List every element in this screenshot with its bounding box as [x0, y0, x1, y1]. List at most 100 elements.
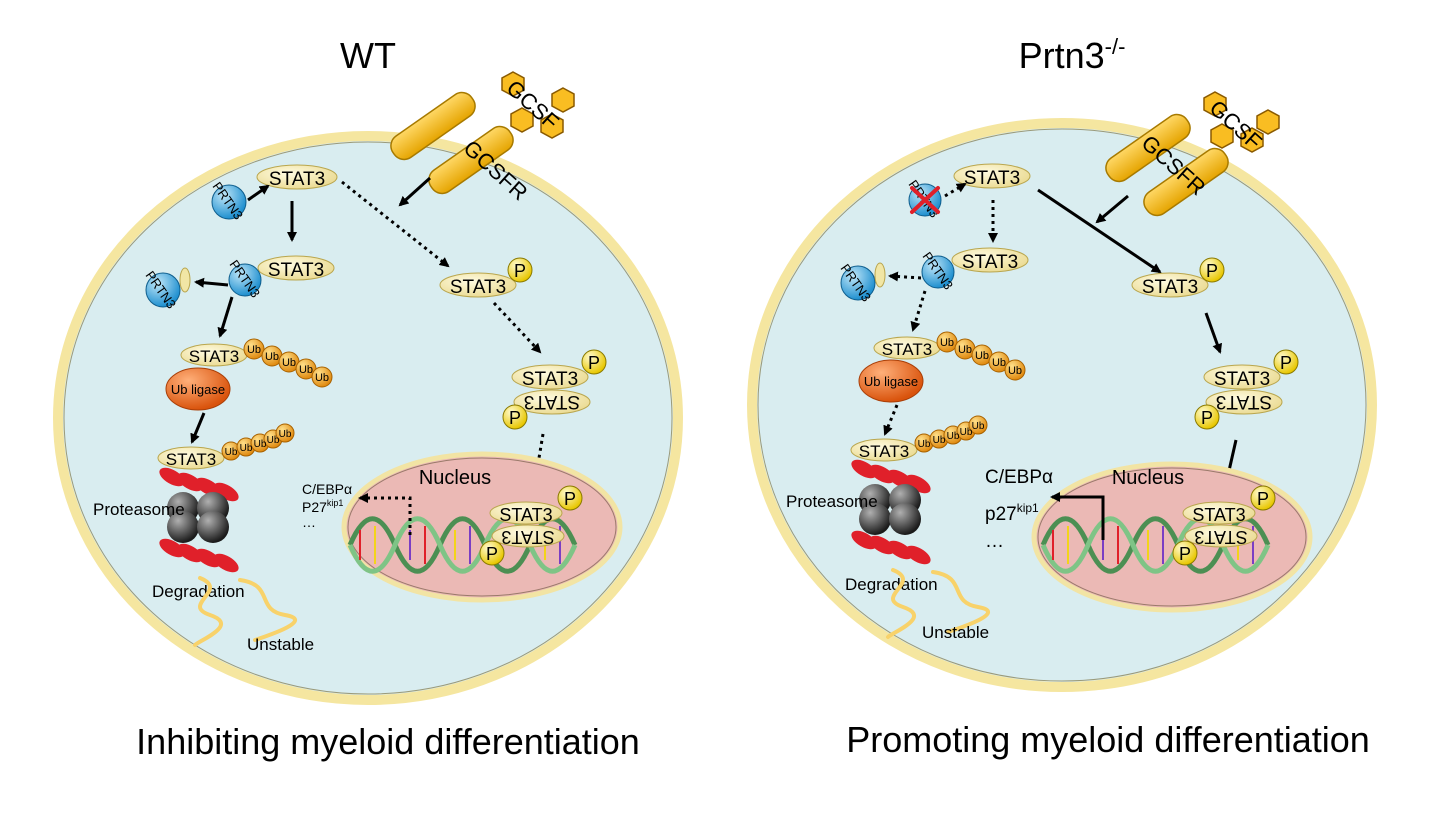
ub-ligase: [165, 367, 231, 411]
transcription-arrow-dotted: [358, 493, 412, 535]
arrow-pstat3-to-dimer: [1204, 312, 1223, 354]
ubiquitin-chain: [936, 331, 1026, 381]
prtn3-cofactor: [874, 262, 886, 288]
arrow-prtn3-release: [194, 277, 229, 288]
arrow-prtn3-to-stat3: [247, 184, 270, 202]
gcsf-ligand: [501, 71, 575, 139]
phospho-group: [1199, 257, 1225, 283]
ub-ligase-label: Ub ligase: [864, 374, 918, 389]
target-gene-2-sup: kip1: [327, 498, 344, 508]
ub-ligase: [858, 359, 924, 403]
ub-label: Ub: [282, 357, 296, 369]
dimer-top-label: STAT3: [522, 369, 578, 390]
dimer-bottom-label: STAT3: [1216, 391, 1272, 412]
nucleus-inner-line: [347, 457, 617, 597]
ubiquitin-chain: [243, 338, 333, 388]
pstat3-label: STAT3: [1142, 277, 1198, 298]
pstat3: [439, 272, 517, 298]
target-gene-2-base: P27: [302, 499, 327, 515]
stat3-ubiquitinated-label: STAT3: [882, 340, 932, 359]
panel-title-base: Prtn3: [1019, 35, 1105, 76]
target-gene-1: C/EBPα: [985, 467, 1053, 488]
panel-title-superscript: -/-: [1105, 34, 1126, 59]
ub-label: Ub: [958, 344, 972, 356]
stat3-free-label: STAT3: [269, 169, 325, 190]
ub-label: Ub: [254, 439, 267, 450]
stat3-bound-label: STAT3: [962, 252, 1018, 273]
cell-membrane-inner-line: [63, 141, 673, 695]
phospho-group: [581, 349, 607, 375]
ub-label: Ub: [240, 443, 253, 454]
degraded-fragments: [193, 576, 297, 647]
ubiquitin-chain-proteasome: [221, 423, 295, 461]
phospho-label: P: [1280, 353, 1292, 373]
prtn3-bound: [921, 255, 955, 289]
ub-label: Ub: [279, 429, 292, 440]
stat3-free: [256, 164, 338, 190]
pstat3-dimer-top: [511, 364, 589, 390]
degraded-fragments: [886, 568, 990, 639]
ub-ligase-label: Ub ligase: [171, 382, 225, 397]
pstat3-dimer-top: [1203, 364, 1281, 390]
cell-membrane-inner-line: [757, 128, 1367, 682]
panel-caption: Promoting myeloid differentiation: [846, 719, 1370, 760]
ub-label: Ub: [267, 435, 280, 446]
ub-label: Ub: [1008, 365, 1022, 377]
proteasome-label: Proteasome: [93, 500, 185, 519]
arrow-to-proteasome-dotted: [883, 404, 899, 436]
prtn3-protein: [211, 184, 247, 220]
nuclear-dimer-bottom: [491, 524, 565, 548]
phospho-label: P: [486, 544, 498, 564]
phospho-group: [507, 257, 533, 283]
gcsf-receptor: [1105, 113, 1229, 217]
cell-membrane: [53, 131, 683, 705]
panel-caption: Inhibiting myeloid differentiation: [136, 721, 640, 762]
gcsf-ligand: [1203, 91, 1280, 153]
proteasome-label: Proteasome: [786, 492, 878, 511]
ub-label: Ub: [975, 350, 989, 362]
stat3-at-proteasome: [850, 438, 918, 462]
unstable-label: Unstable: [247, 635, 314, 654]
ub-label: Ub: [918, 439, 931, 450]
ub-label: Ub: [265, 351, 279, 363]
arrow-stat3-to-pstat3-dotted: [341, 180, 450, 268]
prtn3-bound: [228, 263, 262, 297]
target-gene-2-sup: kip1: [1017, 501, 1039, 515]
nuclear-dimer-top: [489, 501, 563, 525]
panel-wt: WT GCSFR GCSF STAT3 PRTN3: [53, 35, 683, 762]
nuclear-dimer-bottom: [1184, 524, 1258, 548]
panel-title: Prtn3-/-: [1019, 34, 1126, 76]
nucleus-label: Nucleus: [419, 467, 491, 489]
pstat3: [1131, 272, 1209, 298]
pstat3-dimer-bottom: [1205, 389, 1283, 415]
nuclear-dimer-bottom-label: STAT3: [501, 527, 554, 547]
ub-label: Ub: [992, 357, 1006, 369]
stat3-at-proteasome-label: STAT3: [859, 442, 909, 461]
stat3-free: [953, 163, 1031, 189]
stat3-bound-label: STAT3: [268, 260, 324, 281]
phospho-label: P: [1257, 489, 1269, 509]
target-more: …: [985, 531, 1004, 552]
arrow-prtn3-release-dotted: [888, 271, 922, 282]
ubiquitin-chain-proteasome: [914, 415, 988, 453]
arrow-stat3-to-pstat3: [1037, 188, 1162, 274]
arrow-receptor-to-pstat3: [1095, 194, 1129, 224]
phospho-group: [1273, 349, 1299, 375]
phospho-group: [479, 540, 505, 566]
prtn3-cofactor: [179, 267, 191, 293]
phospho-group: [1250, 485, 1276, 511]
panel-title: WT: [340, 35, 396, 76]
phospho-label: P: [514, 261, 526, 281]
arrow-to-proteasome: [190, 412, 206, 444]
target-gene-2-base: p27: [985, 504, 1017, 525]
prtn3-released: [840, 265, 876, 301]
ub-label: Ub: [960, 427, 973, 438]
stat3-free-label: STAT3: [964, 168, 1020, 189]
pstat3-dimer-bottom: [513, 389, 591, 415]
target-gene-1: C/EBPα: [302, 481, 352, 497]
nucleus-inner-line: [1037, 467, 1307, 607]
stat3-bound: [257, 255, 335, 281]
unstable-label: Unstable: [922, 623, 989, 642]
